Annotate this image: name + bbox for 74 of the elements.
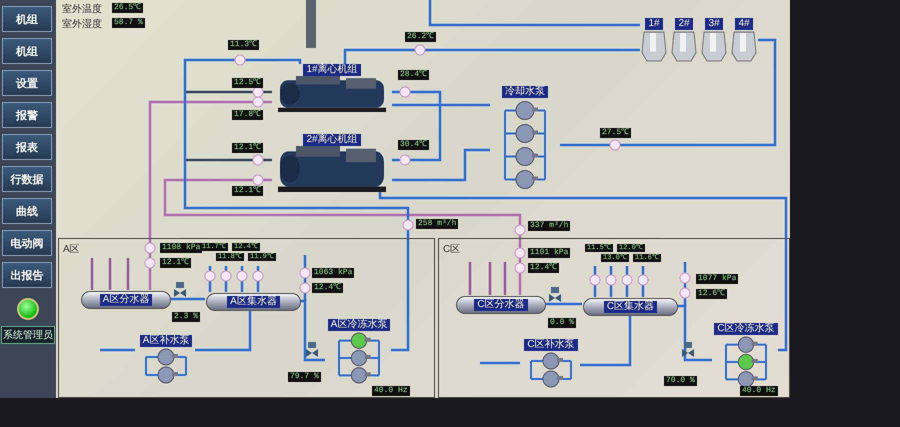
- header-vessel: [456, 296, 546, 314]
- readout-value: 70.0 %: [664, 376, 697, 386]
- pipe-line: [184, 58, 410, 352]
- readout-value: 1063 kPa: [312, 268, 354, 278]
- menu-button: 报表: [2, 134, 52, 160]
- tower-label: 1#: [645, 18, 663, 30]
- zone-title: A区: [63, 243, 80, 256]
- readout-value: 58.7 %: [112, 18, 145, 28]
- pump-group-label: A区补水泵: [140, 335, 192, 347]
- menu-button: 电动阀: [2, 230, 52, 256]
- pipe-line: [392, 148, 490, 182]
- readout-value: 28.4℃: [398, 70, 430, 80]
- pipe-line: [677, 304, 712, 362]
- menu-button: 机组: [2, 38, 52, 64]
- readout-value: 12.6℃: [696, 289, 728, 299]
- pipe-line: [580, 315, 632, 366]
- readout-value: 11.3℃: [228, 40, 260, 50]
- menu-button: 报警: [2, 102, 52, 128]
- header-vessel: [206, 293, 301, 311]
- readout-value: 12.5℃: [232, 78, 264, 88]
- vessel-label: C区集水器: [604, 301, 658, 313]
- menu-button: 设置: [2, 70, 52, 96]
- menu-button: 机组: [2, 6, 52, 32]
- vessel-label: C区分水器: [474, 299, 528, 311]
- pipe-line: [300, 300, 325, 362]
- vessel-label: A区集水器: [227, 296, 280, 308]
- readout-value: 337 m³/h: [528, 221, 570, 231]
- readout-value: 26.2℃: [405, 32, 436, 42]
- menu-button: 行数据: [2, 166, 52, 192]
- readout-value: 1101 kPa: [528, 248, 570, 258]
- readout-value: 27.5℃: [600, 128, 632, 138]
- pipe-line: [545, 302, 582, 306]
- menu-button: 出报告: [2, 262, 52, 288]
- pipe-line: [164, 178, 522, 295]
- tower-label: 4#: [735, 18, 753, 30]
- header-vessel: [583, 298, 678, 316]
- tower-label: 2#: [675, 18, 693, 30]
- readout-value: 40.0 Hz: [372, 386, 410, 396]
- pipe-line: [560, 38, 776, 146]
- caption-text: 室外温度: [62, 2, 102, 16]
- readout-value: 0.0 %: [548, 318, 576, 328]
- readout-value: 17.8℃: [232, 110, 264, 120]
- pump-group-label: 冷却水泵: [502, 86, 548, 98]
- pipe-line: [392, 104, 490, 106]
- readout-value: 79.7 %: [288, 372, 321, 382]
- readout-value: 40.0 Hz: [740, 386, 778, 396]
- pump-group-label: A区冷冻水泵: [328, 319, 390, 331]
- user-button: 系统管理员: [1, 326, 55, 344]
- caption-text: 室外湿度: [62, 18, 102, 31]
- chiller-label: 1#离心机组: [303, 64, 361, 76]
- pipe-line: [344, 48, 640, 64]
- readout-value: 30.4℃: [398, 140, 430, 150]
- readout-value: 12.1℃: [160, 258, 192, 268]
- readout-value: 26.5℃: [112, 3, 144, 13]
- readout-value: 258 m³/h: [416, 219, 458, 229]
- readout-value: 2.3 %: [172, 312, 200, 322]
- menu-button: 曲线: [2, 198, 52, 224]
- readout-value: 1077 kPa: [696, 274, 738, 284]
- pipe-line: [378, 192, 788, 352]
- pipe-line: [170, 298, 205, 300]
- readout-value: 12.4℃: [312, 283, 344, 293]
- pump-group-label: C区补水泵: [524, 339, 578, 351]
- readout-value: 12.1℃: [232, 186, 264, 196]
- readout-value: 12.1℃: [232, 143, 264, 153]
- pipe-line: [195, 310, 252, 352]
- readout-value: 12.4℃: [528, 263, 560, 273]
- zone-title: C区: [443, 243, 460, 256]
- header-vessel: [81, 291, 171, 309]
- chiller-label: 2#离心机组: [303, 134, 361, 146]
- tower-label: 3#: [705, 18, 723, 30]
- pipe-line: [148, 100, 272, 290]
- pump-group-label: C区冷冻水泵: [714, 323, 778, 335]
- vessel-label: A区分水器: [100, 294, 152, 306]
- readout-value: 1108 kPa: [160, 243, 202, 253]
